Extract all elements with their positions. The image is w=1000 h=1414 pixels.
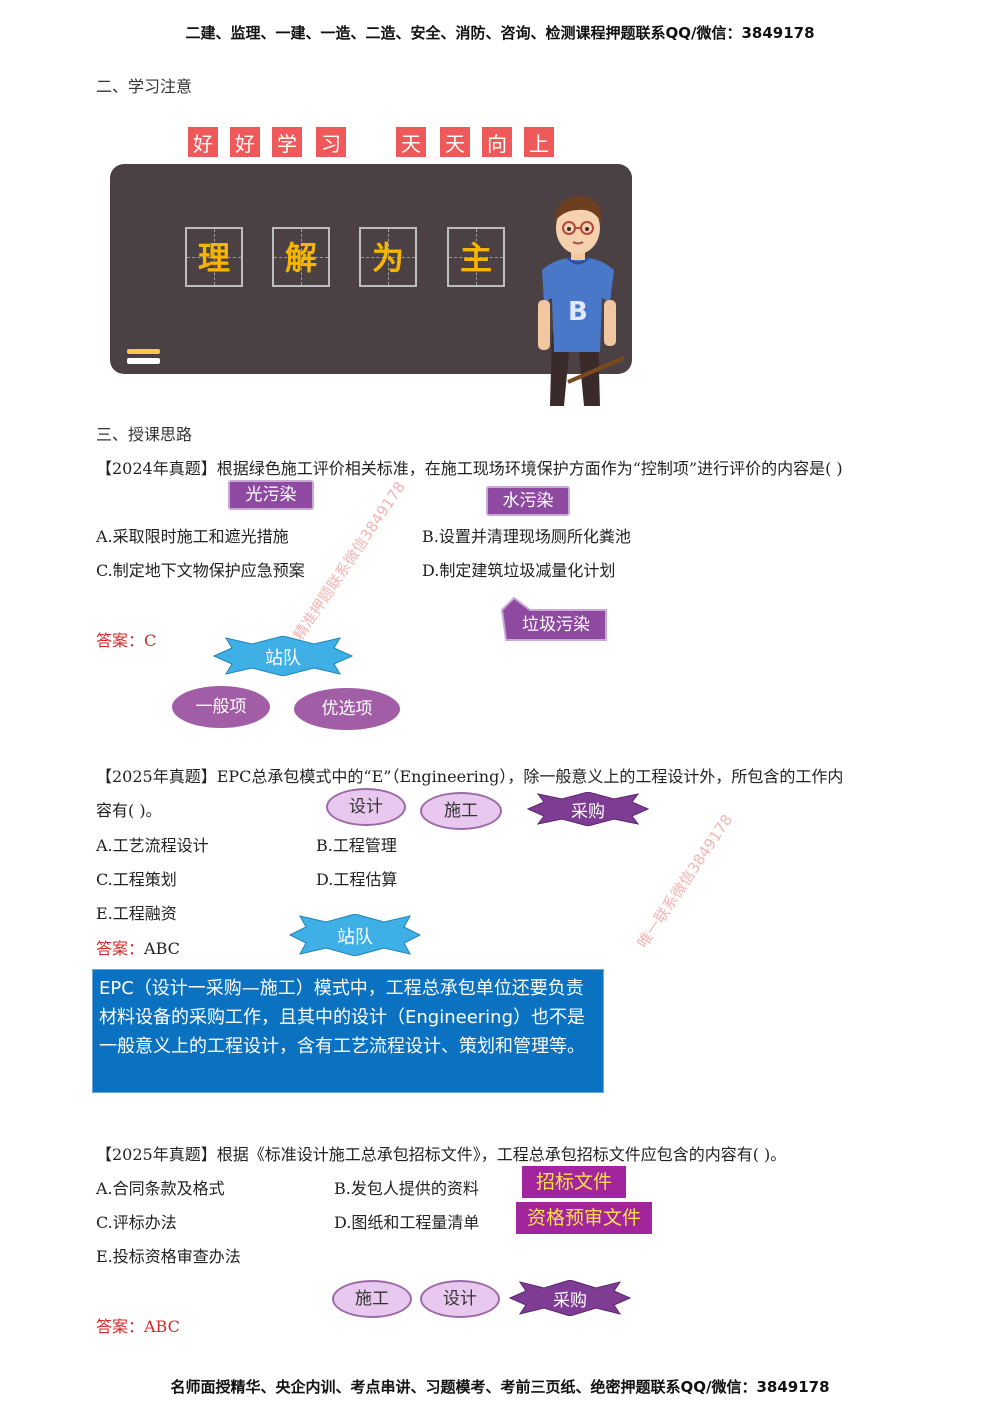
question-2-answer: 答案：ABC (96, 939, 180, 958)
tag-construction: 施工 (420, 792, 502, 830)
question-3-option-e: E.投标资格审查办法 (96, 1247, 241, 1266)
tag-purchase: 采购 (571, 802, 605, 822)
board-char-box: 解 (272, 227, 330, 287)
page-header: 二建、监理、一建、一造、二造、安全、消防、咨询、检测课程押题联系QQ/微信：38… (185, 24, 815, 42)
tag-construction: 施工 (332, 1280, 412, 1318)
page-footer: 名师面授精华、央企内训、考点串讲、习题模考、考前三页纸、绝密押题联系QQ/微信：… (170, 1378, 830, 1396)
tag-station: 站队 (265, 648, 301, 669)
burst-shape (212, 636, 354, 676)
section-title-study-notes: 二、学习注意 (96, 77, 193, 96)
tag-general-item: 一般项 (172, 686, 270, 728)
question-3-option-c: C.评标办法 (96, 1213, 177, 1232)
question-1-answer: 答案：C (96, 631, 157, 650)
question-1-option-a: A.采取限时施工和遮光措施 (96, 527, 289, 546)
question-2-stem-line2: 容有( )。 (96, 801, 162, 820)
banner-char: 向 (482, 127, 512, 157)
question-2-option-e: E.工程融资 (96, 904, 177, 923)
chalk-yellow (127, 349, 160, 354)
tag-garbage-pollution: 垃圾污染 (522, 615, 590, 635)
banner-char: 习 (316, 127, 346, 157)
burst-shape (526, 792, 650, 826)
tag-light-pollution: 光污染 (228, 480, 314, 510)
question-2-option-d: D.工程估算 (316, 870, 398, 889)
question-1-option-c: C.制定地下文物保护应急预案 (96, 561, 305, 580)
question-2-stem-line1: 【2025年真题】EPC总承包模式中的“E”（Engineering），除一般意… (96, 767, 844, 786)
explanation-note: EPC（设计一采购—施工）模式中，工程总承包单位还要负责材料设备的采购工作，且其… (92, 969, 604, 1093)
banner-char: 上 (524, 127, 554, 157)
question-2-option-b: B.工程管理 (316, 836, 397, 855)
question-3-answer: 答案：ABC (96, 1317, 180, 1336)
question-1-stem: 【2024年真题】根据绿色施工评价相关标准，在施工现场环境保护方面作为“控制项”… (96, 459, 843, 478)
question-1-option-b: B.设置并清理现场厕所化粪池 (422, 527, 631, 546)
banner-char: 学 (272, 127, 302, 157)
board-char-box: 理 (185, 227, 243, 287)
question-3-option-d: D.图纸和工程量清单 (334, 1213, 480, 1232)
tag-design: 设计 (326, 788, 406, 826)
board-char-box: 为 (359, 227, 417, 287)
question-3-stem: 【2025年真题】根据《标准设计施工总承包招标文件》，工程总承包招标文件应包含的… (96, 1145, 787, 1164)
tag-bid-document: 招标文件 (522, 1166, 626, 1198)
banner-char: 天 (440, 127, 470, 157)
question-3-option-a: A.合同条款及格式 (96, 1179, 225, 1198)
burst-shape (508, 1280, 632, 1316)
burst-shape (288, 914, 422, 956)
tag-preferred-item: 优选项 (294, 688, 400, 730)
tag-water-pollution: 水污染 (486, 486, 570, 516)
question-3-option-b: B.发包人提供的资料 (334, 1179, 479, 1198)
tag-purchase: 采购 (553, 1291, 587, 1311)
banner-char: 天 (396, 127, 426, 157)
svg-text:B: B (568, 297, 588, 327)
banner-char: 好 (188, 127, 218, 157)
board-char-box: 主 (447, 227, 505, 287)
question-2-option-c: C.工程策划 (96, 870, 177, 889)
tag-station: 站队 (337, 927, 373, 948)
section-title-teaching-approach: 三、授课思路 (96, 425, 193, 444)
question-1-option-d: D.制定建筑垃圾减量化计划 (422, 561, 616, 580)
watermark: 唯一联系微信3849178 (633, 811, 737, 952)
tag-prequalification-document: 资格预审文件 (516, 1202, 652, 1234)
question-2-option-a: A.工艺流程设计 (96, 836, 209, 855)
chalk-white (127, 358, 160, 364)
callout-shape (500, 596, 607, 641)
teacher-illustration: B (538, 196, 625, 406)
tag-design: 设计 (420, 1280, 500, 1318)
banner-char: 好 (230, 127, 260, 157)
